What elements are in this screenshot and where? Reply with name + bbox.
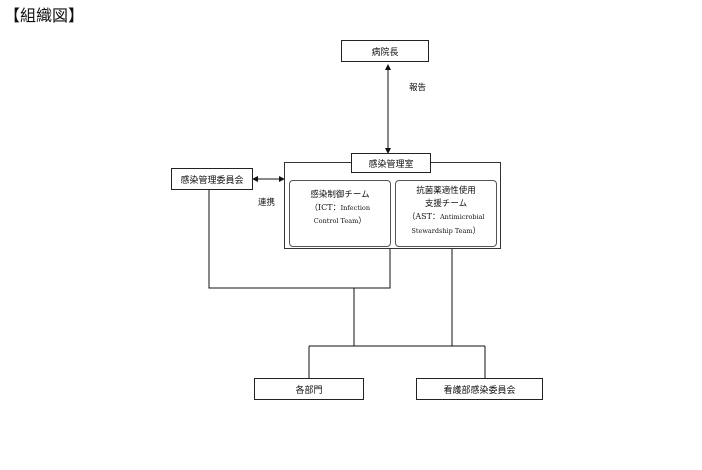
ict-title: 感染制御チーム bbox=[310, 190, 370, 200]
nursing-committee-label: 看護部感染委員会 bbox=[443, 385, 516, 396]
departments-box: 各部門 bbox=[254, 378, 364, 400]
office-box: 感染管理室 bbox=[351, 153, 431, 173]
nursing-committee-box: 看護部感染委員会 bbox=[416, 378, 543, 400]
ast-open: （AST： bbox=[407, 212, 440, 222]
ast-en2: Stewardship Team bbox=[411, 226, 473, 235]
ast-title-line2: 支援チーム bbox=[424, 199, 468, 210]
ast-title-line1: 抗菌薬適性使用 bbox=[416, 186, 476, 196]
ict-open: （ICT： bbox=[309, 203, 341, 213]
committee-link-line bbox=[208, 190, 391, 289]
office-label: 感染管理室 bbox=[368, 159, 414, 170]
ast-team-box: 抗菌薬適性使用 支援チーム （AST：Antimicrobial Steward… bbox=[395, 180, 497, 247]
ict-en2: Control Team bbox=[313, 217, 359, 226]
committee-box: 感染管理委員会 bbox=[171, 168, 253, 190]
director-box: 病院長 bbox=[341, 40, 429, 62]
report-label: 報告 bbox=[409, 83, 427, 93]
committee-label: 感染管理委員会 bbox=[180, 175, 244, 186]
departments-label: 各部門 bbox=[295, 385, 323, 396]
director-label: 病院長 bbox=[371, 47, 399, 58]
diagram-heading: 【組織図】 bbox=[4, 6, 85, 25]
ast-close: ） bbox=[472, 225, 481, 235]
ict-team-box: 感染制御チーム （ICT：Infection Control Team） bbox=[289, 180, 391, 247]
ast-en1: Antimicrobial bbox=[439, 213, 485, 222]
ict-close: ） bbox=[358, 216, 367, 226]
ict-en1: Infection bbox=[340, 204, 371, 213]
cooperation-label: 連携 bbox=[258, 198, 276, 208]
